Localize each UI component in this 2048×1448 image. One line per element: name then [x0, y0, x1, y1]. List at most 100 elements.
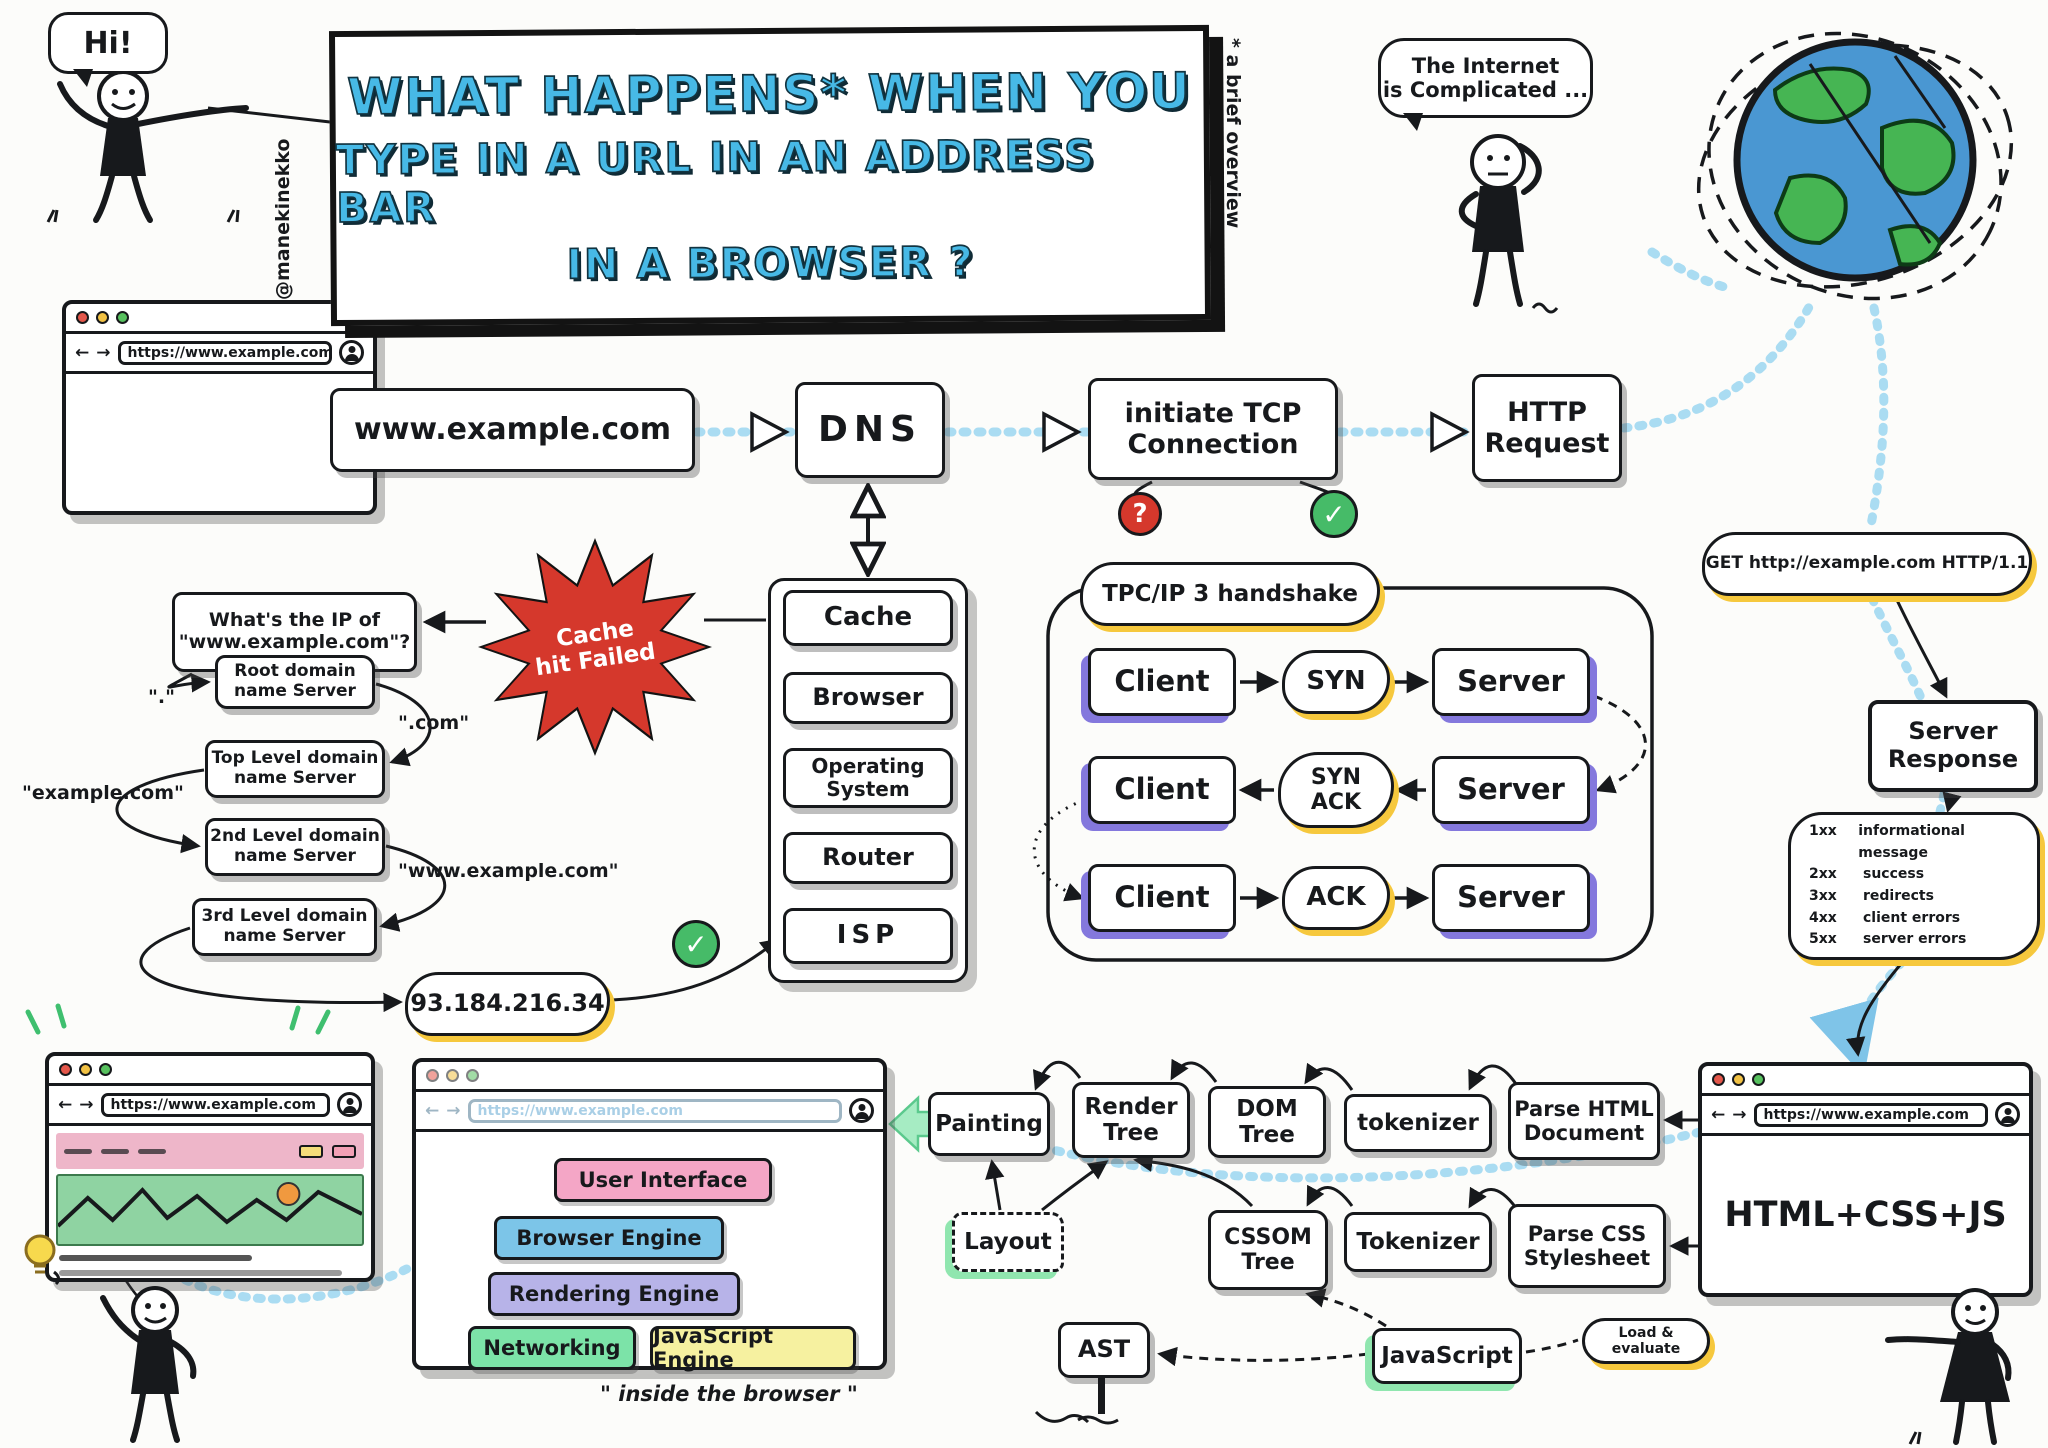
- dom-tree-1: DOM: [1236, 1095, 1298, 1122]
- address-bar: ← → https://www.example.com: [1702, 1096, 2029, 1136]
- load-evaluate-label: Load & evaluate: [1611, 1324, 1681, 1357]
- tcp-label-2: Connection: [1127, 429, 1299, 460]
- sparkle-marks: [25, 1003, 331, 1035]
- layout-label: Layout: [964, 1228, 1052, 1255]
- tcp-label-1: initiate TCP: [1124, 397, 1302, 429]
- traffic-light-red-icon: [59, 1063, 72, 1076]
- parse-css-2: Stylesheet: [1523, 1246, 1651, 1270]
- internet-text-2: is Complicated ...: [1382, 78, 1589, 102]
- ack-label: ACK: [1306, 882, 1366, 913]
- dns-isp-label: ISP: [836, 920, 900, 951]
- painting-label: Painting: [935, 1110, 1043, 1137]
- second-level-server-box: 2nd Level domain name Server: [205, 818, 385, 876]
- second-level-1: 2nd Level domain: [210, 826, 380, 847]
- ast-label: AST: [1077, 1335, 1131, 1364]
- client-label: Client: [1114, 772, 1210, 807]
- second-level-2: name Server: [234, 846, 356, 866]
- browser-engine-layer: Browser Engine: [494, 1216, 724, 1260]
- flow-arrowheads: [750, 411, 1470, 453]
- css-tokenizer-label: Tokenizer: [1356, 1228, 1480, 1255]
- tld-note: ".com": [398, 712, 470, 734]
- browser-window-internals: ← → https://www.example.com: [412, 1058, 887, 1370]
- status-desc: client errors: [1863, 909, 1961, 926]
- traffic-light-red-icon: [76, 311, 89, 324]
- user-interface-label: User Interface: [578, 1168, 748, 1192]
- javascript-engine-label: JavaScript Engine: [653, 1324, 774, 1372]
- url-box-label: www.example.com: [354, 411, 671, 447]
- resolved-ip-cloud: 93.184.216.34: [405, 972, 610, 1036]
- window-titlebar: [66, 304, 373, 334]
- hi-speech-bubble: Hi!: [48, 12, 168, 87]
- traffic-light-green-icon: [1752, 1073, 1765, 1086]
- title-line-1: WHAT HAPPENS* WHEN YOU: [346, 61, 1193, 127]
- painting-box: Painting: [928, 1092, 1050, 1156]
- dns-label: DNS: [818, 409, 922, 451]
- page-chart-band: [56, 1174, 364, 1246]
- page-text-line: [59, 1270, 343, 1276]
- profile-icon: [337, 1092, 362, 1117]
- handshake-check-icon: ✓: [1310, 490, 1358, 538]
- server-box-2: Server: [1432, 756, 1590, 824]
- hi-text: Hi!: [83, 25, 133, 61]
- payload-body: HTML+CSS+JS: [1702, 1136, 2029, 1293]
- header-chip-yellow: [299, 1144, 323, 1158]
- browser-window-start: ← → https://www.example.com: [62, 300, 377, 515]
- inside-browser-caption: " inside the browser ": [600, 1382, 858, 1406]
- user-interface-layer: User Interface: [554, 1158, 772, 1202]
- parse-html-box: Parse HTML Document: [1508, 1082, 1660, 1160]
- render-tree-box: Render Tree: [1072, 1082, 1190, 1158]
- internet-globe: [1696, 31, 2014, 301]
- third-level-1: 3rd Level domain: [201, 906, 368, 927]
- forward-icon: →: [1732, 1104, 1747, 1125]
- header-chip-pink: [332, 1144, 356, 1158]
- render-tree-1: Render: [1084, 1093, 1178, 1120]
- status-desc: server errors: [1863, 931, 1967, 948]
- javascript-box: JavaScript: [1372, 1328, 1522, 1384]
- networking-layer: Networking: [468, 1326, 636, 1370]
- window-titlebar: [1702, 1066, 2029, 1096]
- traffic-light-yellow-icon: [1732, 1073, 1745, 1086]
- ast-signpost: [1098, 1378, 1105, 1414]
- back-icon: ←: [58, 1094, 73, 1115]
- javascript-engine-layer: JavaScript Engine: [650, 1324, 856, 1372]
- dns-browser-label: Browser: [812, 683, 924, 712]
- rendering-engine-label: Rendering Engine: [508, 1282, 720, 1306]
- root-note: ".": [148, 686, 176, 708]
- title-line-3: IN A BROWSER ?: [566, 236, 976, 289]
- status-desc: informational message: [1858, 822, 1965, 861]
- menu-squiggle: [64, 1148, 92, 1154]
- javascript-label: JavaScript: [1381, 1342, 1513, 1369]
- dns-isp-box: ISP: [783, 908, 953, 964]
- window-body-empty: [66, 374, 373, 511]
- html-tokenizer-label: tokenizer: [1357, 1109, 1479, 1136]
- dns-box: DNS: [795, 382, 945, 478]
- ack-cloud: ACK: [1282, 866, 1390, 930]
- internet-text-1: The Internet: [1411, 54, 1560, 78]
- tld-server-2: name Server: [234, 768, 356, 788]
- green-flow-arrow: [888, 1095, 934, 1153]
- server-response-box: Server Response: [1868, 700, 2038, 792]
- http-request-box: HTTP Request: [1472, 374, 1622, 482]
- parse-html-2: Document: [1523, 1121, 1645, 1145]
- forward-icon: →: [96, 342, 111, 363]
- status-code: 1xx: [1809, 822, 1837, 839]
- browser-window-payload: ← → https://www.example.com HTML+CSS+JS: [1698, 1062, 2033, 1297]
- networking-label: Networking: [483, 1336, 621, 1360]
- server-box-3: Server: [1432, 864, 1590, 932]
- dns-browser-box: Browser: [783, 672, 953, 724]
- server-label: Server: [1457, 772, 1565, 807]
- url-box: www.example.com: [330, 388, 695, 472]
- syn-cloud: SYN: [1282, 650, 1390, 714]
- http-label-1: HTTP: [1507, 396, 1587, 428]
- third-level-note: "www.example.com": [398, 860, 619, 882]
- title-line-2: TYPE IN A URL IN AN ADDRESS BAR: [335, 129, 1097, 232]
- second-level-note: "example.com": [22, 782, 184, 804]
- cssom-tree-box: CSSOM Tree: [1208, 1210, 1328, 1290]
- traffic-light-yellow-icon: [446, 1069, 459, 1082]
- check-glyph: ✓: [684, 927, 708, 961]
- dns-cache-box: Cache: [783, 590, 953, 646]
- back-icon: ←: [75, 342, 90, 363]
- third-level-2: name Server: [223, 926, 346, 946]
- ast-sign: AST: [1058, 1322, 1150, 1378]
